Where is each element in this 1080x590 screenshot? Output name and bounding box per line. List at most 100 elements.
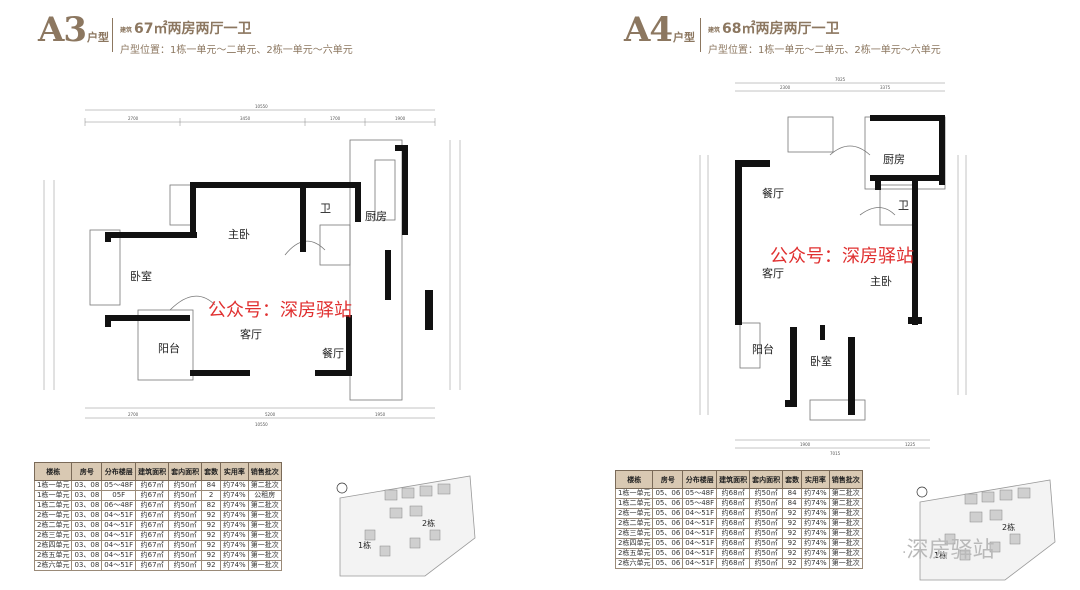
brand-watermark: ·深房驿站 [902,538,995,563]
table-cell: 约74% [801,558,830,569]
table-header: 建筑面积 [135,462,170,481]
room-bathroom: 卫 [898,199,909,212]
table-header: 销售批次 [828,470,863,489]
table-cell: 第一批次 [247,550,282,561]
watermark-text: 公众号：深房驿站 [208,300,352,321]
table-cell: 约68㎡ [716,488,751,499]
table-cell: 约50㎡ [168,560,203,571]
table-cell: 第二批次 [828,498,863,509]
site-label-building-1: 1栋 [934,550,947,560]
table-header: 实用率 [220,462,249,481]
table-cell: 约68㎡ [716,538,751,549]
table-cell: 约74% [220,520,249,531]
floorplan-a4: 7025 2300 3375 1900 1225 7015 [699,77,967,455]
room-bedroom: 卧室 [810,354,832,368]
table-cell: 第一批次 [247,520,282,531]
table-cell: 约68㎡ [716,558,751,569]
table-cell: 2栋三单元 [614,528,654,539]
table-header: 分布楼层 [682,470,718,489]
table-cell: 约50㎡ [749,558,784,569]
table-cell: 1栋二单元 [614,498,654,509]
table-cell: 第一批次 [828,538,863,549]
table-cell: 约50㎡ [749,528,784,539]
table-cell: 04～51F [101,540,137,551]
table-cell: 04～51F [101,510,137,521]
table-cell: 04～51F [682,528,718,539]
table-cell: 约74% [220,540,249,551]
table-cell: 03、08 [71,500,103,511]
table-cell: 03、08 [71,550,103,561]
table-cell: 1栋一单元 [33,480,73,491]
table-cell: 约50㎡ [168,480,203,491]
table-cell: 05、06 [652,508,684,519]
table-cell: 2栋四单元 [33,540,73,551]
table-cell: 92 [782,508,803,519]
table-cell: 05、06 [652,528,684,539]
table-cell: 04～51F [682,518,718,529]
table-cell: 约67㎡ [135,500,170,511]
table-cell: 03、08 [71,480,103,491]
table-cell: 1栋一单元 [33,490,73,501]
table-cell: 92 [201,550,222,561]
table-cell: 约74% [220,530,249,541]
table-cell: 04～51F [682,548,718,559]
room-master-bedroom: 主卧 [228,228,250,241]
table-cell: 约68㎡ [716,498,751,509]
table-cell: 05、06 [652,518,684,529]
table-cell: 92 [201,540,222,551]
table-cell: 约68㎡ [716,528,751,539]
table-header: 分布楼层 [101,462,137,481]
compass-icon [916,486,928,498]
dim-bottom-total: 10550 [255,422,268,427]
header-divider [112,18,113,52]
table-cell: 约74% [801,548,830,559]
table-cell: 第一批次 [828,528,863,539]
table-cell: 1栋二单元 [33,500,73,511]
table-cell: 约50㎡ [749,498,784,509]
table-cell: 04～51F [682,558,718,569]
table-cell: 约50㎡ [168,510,203,521]
unit-location: 户型位置：1栋一单元～二单元、2栋一单元～六单元 [120,45,353,56]
site-label-building-2: 2栋 [422,518,435,528]
table-cell: 2栋一单元 [614,508,654,519]
table-cell: 约67㎡ [135,550,170,561]
table-cell: 第二批次 [247,500,282,511]
room-balcony: 阳台 [158,341,180,355]
table-cell: 约67㎡ [135,530,170,541]
brand-watermark-text: 深房驿站 [906,538,995,563]
table-cell: 04～51F [101,530,137,541]
table-cell: 92 [201,530,222,541]
table-cell: 第一批次 [828,518,863,529]
site-label-building-1: 1栋 [358,540,371,550]
room-kitchen: 厨房 [365,210,387,223]
table-cell: 92 [201,520,222,531]
table-cell: 92 [782,548,803,559]
table-header: 房号 [652,470,684,489]
table-cell: 第一批次 [247,560,282,571]
table-cell: 2栋三单元 [33,530,73,541]
table-cell: 05、06 [652,538,684,549]
table-cell: 03、08 [71,560,103,571]
table-cell: 约67㎡ [135,510,170,521]
table-cell: 约74% [220,560,249,571]
table-cell: 第一批次 [828,558,863,569]
table-cell: 2栋四单元 [614,538,654,549]
table-header: 销售批次 [247,462,282,481]
dim-bottom-total: 7015 [830,451,841,455]
table-cell: 92 [782,538,803,549]
table-cell: 92 [201,560,222,571]
table-cell: 约50㎡ [168,490,203,501]
table-cell: 2栋六单元 [33,560,73,571]
